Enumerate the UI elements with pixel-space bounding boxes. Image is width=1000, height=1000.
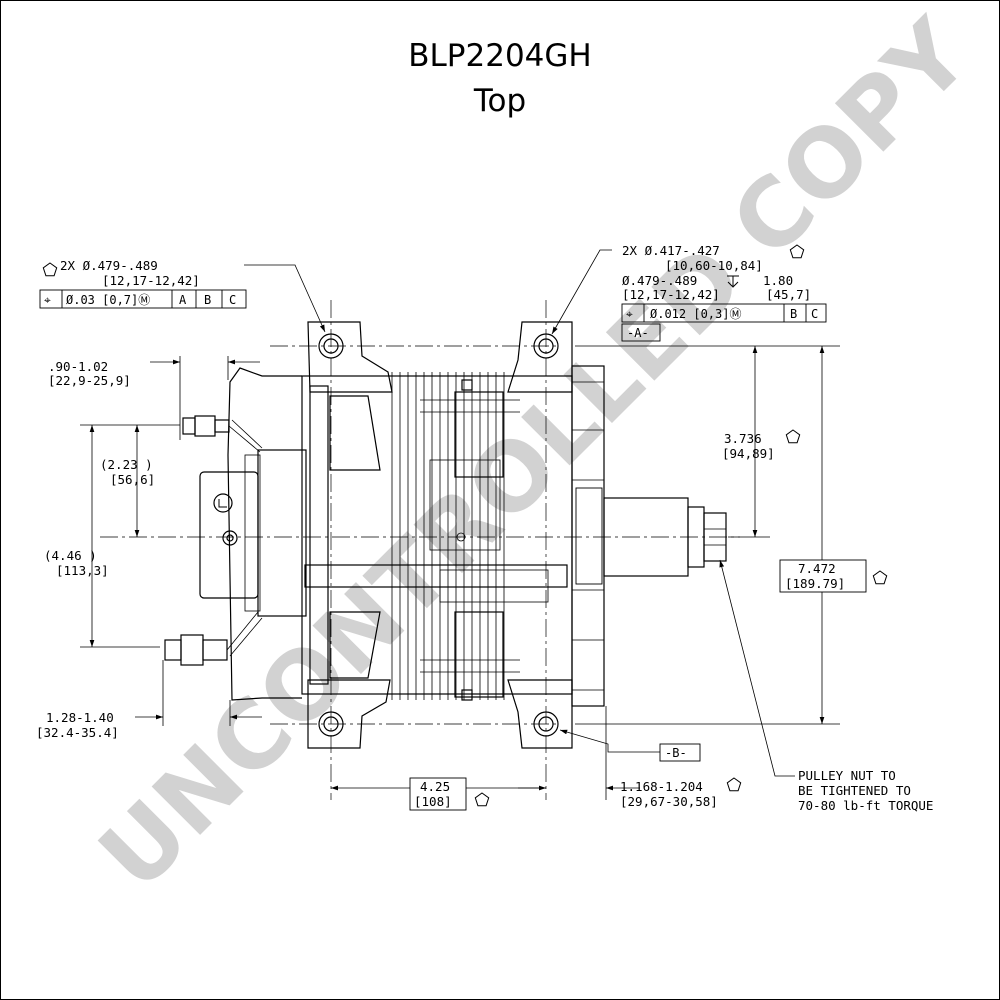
dim-top-left-in: .90-1.02	[48, 359, 108, 374]
dim-bottom-left-mm: [32.4-35.4]	[36, 725, 119, 740]
left-fcf-datum-c: C	[229, 293, 236, 307]
dim-446-mm: [113,3]	[56, 563, 109, 578]
left-fcf-datum-a: A	[179, 293, 187, 307]
datum-b-box	[659, 743, 701, 762]
left-hole-callout-line1: 2X Ø.479-.489	[60, 258, 158, 273]
dim-425-mm: [108]	[414, 794, 452, 809]
dim-446-in: (4.46 )	[44, 548, 97, 563]
right-hole-callout-line3: Ø.479-.489	[622, 273, 697, 288]
basic-pentagon-icon	[726, 777, 742, 792]
dim-223-in: (2.23 )	[100, 457, 153, 472]
right-fcf-datum-b: B	[790, 307, 797, 321]
dim-7472-box	[779, 559, 867, 593]
position-tolerance-icon: ⌖	[44, 293, 51, 307]
right-hole-callout-line1: 2X Ø.417-.427	[622, 243, 720, 258]
datum-a-label: -A-	[627, 326, 649, 340]
basic-pentagon-icon	[872, 570, 888, 585]
dim-223-mm: [56,6]	[110, 472, 155, 487]
note-line2: BE TIGHTENED TO	[798, 783, 911, 798]
left-hole-callout-line2: [12,17-12,42]	[102, 273, 200, 288]
note-line3: 70-80 lb-ft TORQUE	[798, 798, 933, 813]
centerlines	[100, 300, 740, 800]
left-fcf-datum-b: B	[204, 293, 211, 307]
left-feature-control-frame: ⌖ Ø.03 [0,7]Ⓜ A B C	[39, 289, 247, 309]
note-line1: PULLEY NUT TO	[798, 768, 896, 783]
right-hole-callout-line2: [10,60-10,84]	[665, 258, 763, 273]
left-fcf-tolerance: Ø.03 [0,7]Ⓜ	[66, 293, 150, 307]
basic-pentagon-icon	[42, 262, 58, 277]
dim-top-left-mm: [22,9-25,9]	[48, 373, 131, 388]
position-tolerance-icon: ⌖	[626, 307, 633, 321]
depth-icon	[727, 275, 739, 288]
dim-7472-mm: [189.79]	[785, 576, 845, 591]
right-hole-callout-line4: [12,17-12,42]	[622, 287, 720, 302]
dim-1168-mm: [29,67-30,58]	[620, 794, 718, 809]
right-fcf-tolerance: Ø.012 [0,3]Ⓜ	[650, 307, 741, 321]
dim-425-in: 4.25	[420, 779, 450, 794]
dim-3736-in: 3.736	[724, 431, 762, 446]
dim-7472-in: 7.472	[798, 561, 836, 576]
right-hole-depth: 1.80	[763, 273, 793, 288]
dim-bottom-left-in: 1.28-1.40	[46, 710, 114, 725]
basic-pentagon-icon	[785, 429, 801, 444]
right-hole-depth-mm: [45,7]	[766, 287, 811, 302]
right-fcf-datum-c: C	[811, 307, 818, 321]
dim-3736-mm: [94,89]	[722, 446, 775, 461]
basic-pentagon-icon	[474, 792, 490, 807]
dim-425-box	[409, 777, 467, 811]
drawing-title: BLP2204GH	[408, 38, 592, 74]
dimension-lines	[80, 249, 840, 800]
right-feature-control-frame: ⌖ Ø.012 [0,3]Ⓜ B C	[621, 303, 827, 323]
dim-1168-in: 1.168-1.204	[620, 779, 703, 794]
datum-b-label: -B-	[665, 746, 687, 760]
drawing-subtitle: Top	[473, 83, 527, 119]
datum-a-box	[621, 323, 661, 342]
